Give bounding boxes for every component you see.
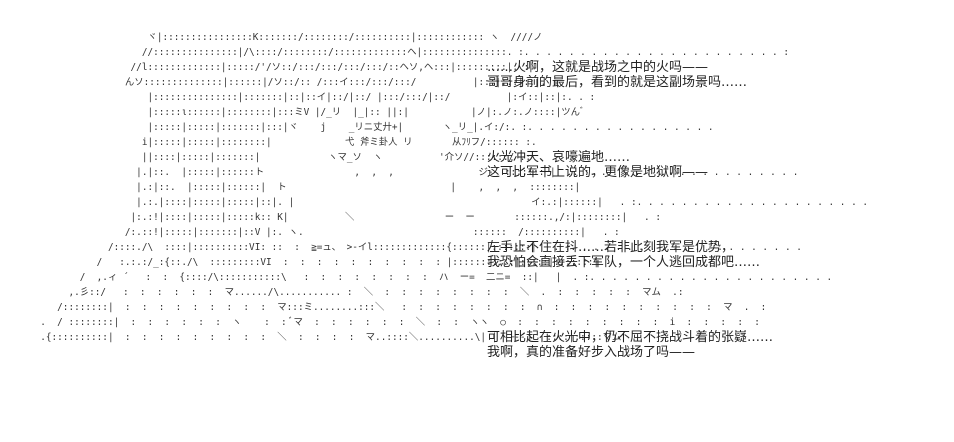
- dialog-line: [487, 315, 907, 330]
- dialog-line: 可相比起在火光中，仍不屈不挠战斗着的张嶷……: [487, 330, 774, 345]
- art-line: ,.彡::/ : : : : : : マ....../\........... …: [12, 287, 684, 298]
- art-line: ヾ|::::::::::::::::K:::::::/::::::::/::::…: [12, 32, 543, 43]
- dialog-line: ……火啊，这就是战场之中的火吗——: [487, 60, 709, 75]
- art-line: / :.:.:/_:{::./\ :::::::::VI : : : : : :…: [12, 257, 599, 268]
- dialog-line: [487, 45, 907, 60]
- art-line: / ,.ィ ´ : : {::::/\:::::::::::\ : : : : …: [12, 272, 833, 283]
- dialog-line: [487, 360, 907, 375]
- dialog-line: 这可比军书上说的，更像是地狱啊——: [487, 165, 709, 180]
- dialog-text: ……火啊，这就是战场之中的火吗——哥哥身前的最后，看到的就是这副场景吗…… 火光冲…: [487, 30, 907, 375]
- art-line: //:::::::::::::::|/\::::/::::::::/::::::…: [12, 47, 789, 58]
- art-line: . / ::::::::| : : : : : : ヽ : : ﾞマ : : :…: [12, 317, 760, 328]
- dialog-line: 我恐怕会直接丢下军队，一个人逃回成都吧……: [487, 255, 761, 270]
- art-line: |.:.|::::|:::::|:::::|::|. | イ:.:|::::::…: [12, 197, 869, 208]
- art-line: |.:|::. |:::::|::::::| ト | , , , :::::::…: [12, 182, 581, 193]
- dialog-line: [487, 270, 907, 285]
- art-line: |:::::ι::::::|::::::::|:::ミV |/_リ |_|:: …: [12, 107, 585, 118]
- dialog-line: [487, 300, 907, 315]
- dialog-line: [487, 135, 907, 150]
- dialog-line: [487, 195, 907, 210]
- art-line: |:::::::::::::::|:::::::|::|::イ|::/|::/ …: [12, 92, 596, 103]
- art-line: //l:::::::::::::|:::::/'/ソ::/:::/:::/:::…: [12, 62, 530, 73]
- ascii-art: ヾ|::::::::::::::::K:::::::/::::::::/::::…: [12, 30, 868, 345]
- dialog-line: [487, 105, 907, 120]
- art-line: /:.::!|:::::|:::::::|::V |:. ヽ. :::::: /…: [12, 227, 620, 238]
- art-line: .{::::::::::| : : : : : : : : : ＼ : : : …: [12, 332, 622, 343]
- art-line: /::::./\ ::::|::::::::::VI: :: : ≧=ュ、 >-…: [12, 242, 802, 253]
- dialog-line: [487, 30, 907, 45]
- dialog-line: [487, 210, 907, 225]
- art-line: ||::::|:::::|:::::::| ヽマ_ソ ヽ '介ソ//::::::…: [12, 152, 532, 163]
- art-line: i|:::::|:::::|::::::::| 弋 斧ミ卦人 リ 从ﾌﾘフ/::…: [12, 137, 537, 148]
- dialog-line: 火光冲天、哀嚎遍地……: [487, 150, 631, 165]
- art-line: んソ::::::::::::::|::::::|/ソ::/:: /:::イ:::…: [12, 77, 558, 88]
- dialog-line: 哥哥身前的最后，看到的就是这副场景吗……: [487, 75, 748, 90]
- dialog-line: [487, 90, 907, 105]
- art-line: |.|::. |:::::|::::::ト , , , ジ-´ ::::::: …: [12, 167, 799, 178]
- art-line: /::::::::| : : : : : : : : : マ:::ミ......…: [12, 302, 767, 313]
- dialog-line: [487, 180, 907, 195]
- dialog-line: [487, 285, 907, 300]
- dialog-line: [487, 225, 907, 240]
- art-line: |:.:!|::::|:::::|:::::k:: K| ＼ ー ー :::::…: [12, 212, 661, 223]
- dialog-line: [487, 120, 907, 135]
- art-line: |:::::|:::::|:::::::|:::|ヾ j _リニ丈廾+| ヽ_リ…: [12, 122, 714, 133]
- dialog-line: 我啊，真的准备好步入战场了吗——: [487, 345, 696, 360]
- dialog-line: 左手止不住在抖……若非此刻我军是优势，: [487, 240, 735, 255]
